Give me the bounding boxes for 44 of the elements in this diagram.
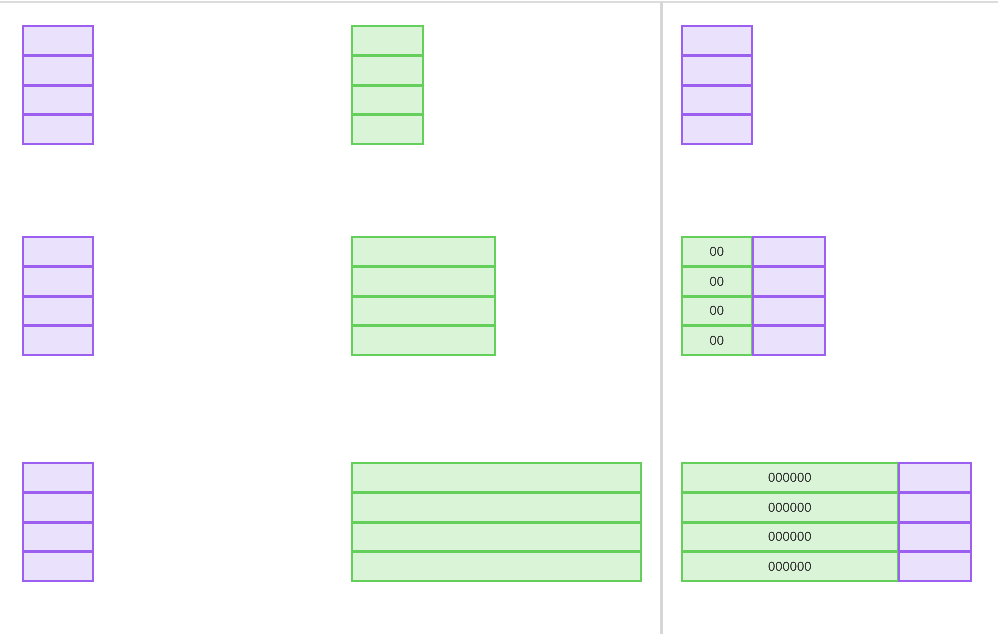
empty-cell — [681, 84, 753, 116]
empty-cell — [22, 462, 94, 493]
empty-cell — [22, 551, 94, 582]
value-cell — [681, 236, 753, 267]
cell-value: 00 — [710, 244, 724, 259]
value-cell — [681, 266, 753, 296]
cell-value: 000000 — [768, 470, 812, 485]
cell-value: 000000 — [768, 529, 812, 544]
value-cell — [681, 492, 899, 522]
empty-cell — [351, 462, 642, 493]
empty-cell — [22, 84, 94, 116]
empty-cell — [22, 266, 94, 296]
empty-cell — [22, 492, 94, 522]
empty-cell — [22, 325, 94, 356]
empty-cell — [22, 54, 94, 86]
empty-cell — [22, 236, 94, 267]
empty-cell — [681, 114, 753, 145]
empty-cell — [681, 25, 753, 56]
cell-value: 00 — [710, 333, 724, 348]
empty-cell — [351, 296, 496, 326]
empty-cell — [22, 296, 94, 326]
empty-cell — [351, 54, 424, 86]
value-cell — [681, 296, 753, 326]
value-cell — [681, 551, 899, 582]
empty-cell — [351, 522, 642, 552]
empty-cell — [22, 522, 94, 552]
cell-value: 00 — [710, 274, 724, 289]
value-cell — [681, 522, 899, 552]
empty-cell — [351, 114, 424, 145]
empty-cell — [681, 54, 753, 86]
empty-cell — [351, 266, 496, 296]
cell-value: 00 — [710, 303, 724, 318]
empty-cell — [22, 114, 94, 145]
empty-cell — [351, 551, 642, 582]
cell-value: 000000 — [768, 500, 812, 515]
empty-cell — [351, 84, 424, 116]
empty-cell — [22, 25, 94, 56]
empty-cell — [351, 25, 424, 56]
empty-cell — [351, 492, 642, 522]
empty-cell — [351, 236, 496, 267]
empty-cell — [351, 325, 496, 356]
value-cell — [681, 325, 753, 356]
value-cell — [681, 462, 899, 493]
cell-value: 000000 — [768, 559, 812, 574]
